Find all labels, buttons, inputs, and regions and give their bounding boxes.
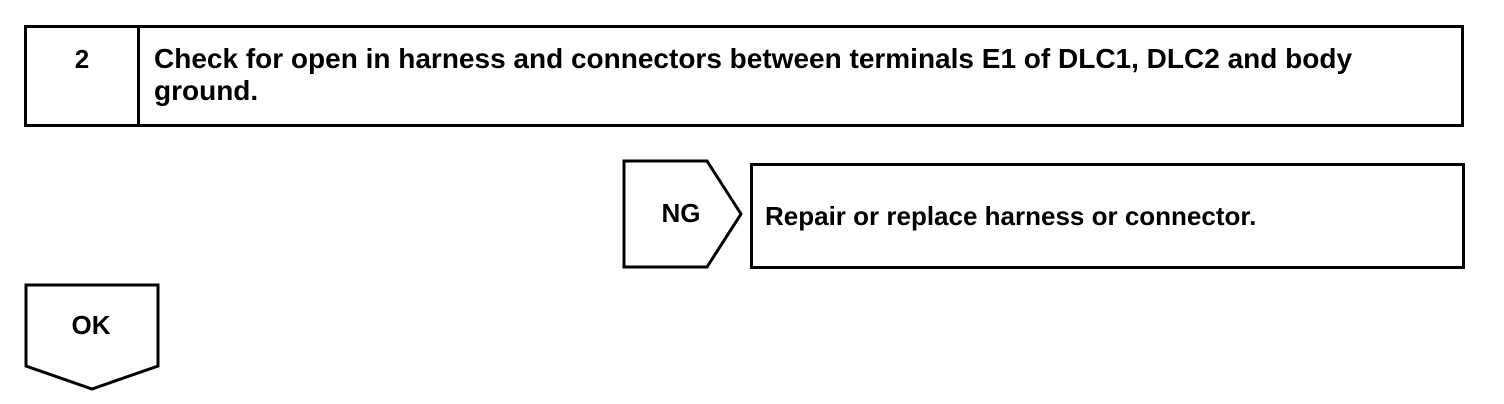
ok-arrow-shape — [24, 283, 160, 391]
ng-action-text: Repair or replace harness or connector. — [765, 200, 1257, 231]
step-number: 2 — [27, 28, 140, 124]
ng-arrow-shape — [622, 159, 743, 269]
ng-action-box: Repair or replace harness or connector. — [750, 163, 1465, 269]
ng-label: NG — [661, 198, 701, 228]
step-box: 2 Check for open in harness and connecto… — [24, 25, 1464, 127]
ok-label: OK — [71, 310, 111, 340]
step-instruction: Check for open in harness and connectors… — [154, 43, 1353, 106]
